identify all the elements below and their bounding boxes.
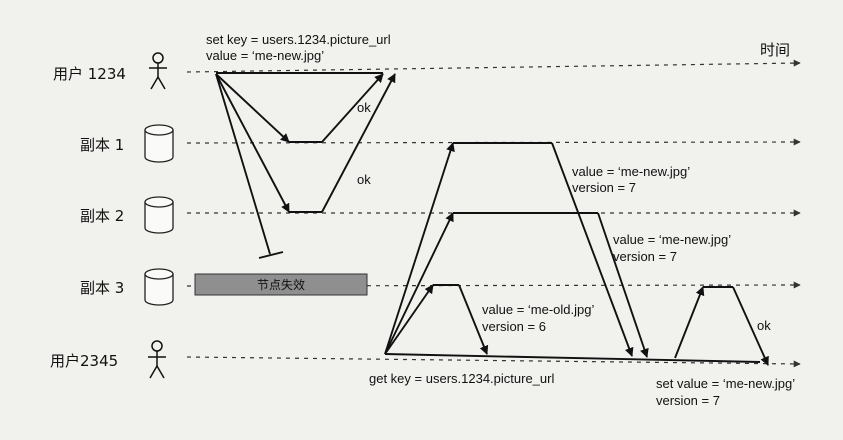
read-repair-ack-arrow [732, 286, 769, 366]
lane-label-user-2345: 用户2345 [50, 352, 118, 370]
write-arrow-to-replica-1 [215, 73, 290, 143]
user-2345-timeline-segment [384, 353, 761, 363]
lane-label-user-1234: 用户 1234 [53, 65, 126, 83]
lane-label-replica-2: 副本 2 [80, 207, 124, 225]
response-arrow-replica-1 [551, 142, 634, 357]
read-repair-value: set value = ‘me-new.jpg’ [656, 376, 795, 391]
ack-label-replica-1: ok [357, 100, 371, 115]
ack-arrow-replica-2 [321, 73, 396, 213]
lane-label-replica-3: 副本 3 [80, 279, 124, 297]
write-request-key: set key = users.1234.picture_url [206, 32, 391, 47]
write-request-value: value = ‘me-new.jpg’ [206, 48, 324, 63]
replica-3-database-icon [144, 268, 174, 306]
timeline-user-2345 [186, 356, 801, 368]
node-failure-box: 节点失效 [194, 273, 368, 296]
response-replica-2-version: version = 7 [613, 249, 677, 264]
response-arrow-replica-3 [458, 284, 489, 355]
replica-1-database-icon [144, 124, 174, 163]
ack-label-replica-2: ok [357, 172, 371, 187]
read-arrow-to-replica-1 [384, 142, 455, 355]
write-arrow-to-replica-3-lost [215, 73, 271, 255]
user-2345-person-icon [148, 340, 166, 379]
lane-label-replica-1: 副本 1 [80, 136, 124, 154]
read-repair-ack-label: ok [757, 318, 771, 333]
read-repair-write-arrow [674, 286, 705, 359]
response-arrow-replica-2 [597, 212, 649, 358]
write-request-arrows [215, 73, 290, 259]
response-replica-1-version: version = 7 [572, 180, 636, 195]
timeline-user-1234 [186, 59, 801, 73]
read-request-label: get key = users.1234.picture_url [369, 371, 554, 386]
node-failure-label: 节点失效 [257, 277, 305, 292]
replica-2-database-icon [144, 196, 174, 234]
read-arrow-to-replica-3 [384, 284, 434, 355]
write-arrow-to-replica-2 [215, 73, 290, 213]
response-replica-3-version: version = 6 [482, 319, 546, 334]
user-1234-person-icon [149, 52, 167, 90]
response-replica-2-value: value = ‘me-new.jpg’ [613, 232, 731, 247]
response-replica-3-value: value = ‘me-old.jpg’ [482, 302, 594, 317]
time-axis-label: 时间 [760, 41, 790, 59]
ack-arrow-replica-1 [321, 73, 384, 143]
read-repair-version: version = 7 [656, 393, 720, 408]
read-arrow-to-replica-2 [384, 212, 454, 355]
lost-write-cross-mark [258, 251, 284, 259]
response-replica-1-value: value = ‘me-new.jpg’ [572, 164, 690, 179]
